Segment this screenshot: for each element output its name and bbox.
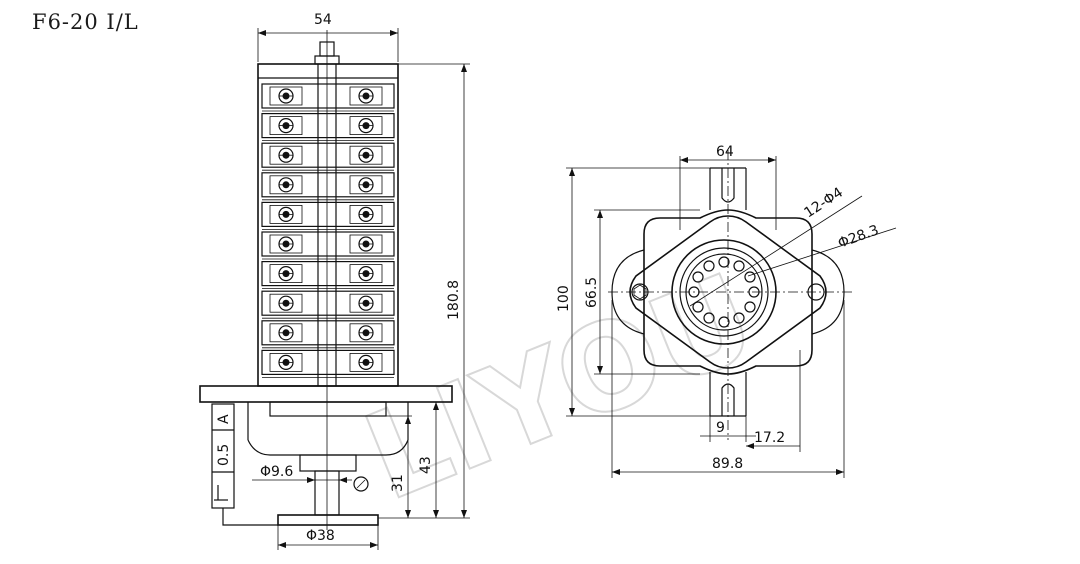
dim-plan-width: 64 bbox=[716, 144, 734, 160]
terminal-screw bbox=[269, 86, 303, 106]
terminal-screw bbox=[269, 293, 303, 313]
contact-hole bbox=[718, 256, 730, 268]
terminal-row bbox=[261, 201, 395, 230]
contact-hole bbox=[744, 271, 756, 283]
dim-total-height: 180.8 bbox=[446, 280, 462, 320]
dim-overall-width: 89.8 bbox=[712, 456, 743, 472]
contact-hole bbox=[692, 301, 704, 313]
terminal-screw bbox=[269, 204, 303, 224]
terminal-row bbox=[261, 83, 395, 112]
terminal-row bbox=[261, 172, 395, 201]
hole-circle bbox=[688, 256, 760, 328]
terminal-screw bbox=[269, 145, 303, 165]
contact-hole bbox=[718, 316, 730, 328]
terminal-screw bbox=[269, 264, 303, 284]
terminal-screw bbox=[269, 234, 303, 254]
dim-base-height: 43 bbox=[418, 456, 434, 474]
terminal-screw bbox=[349, 323, 383, 343]
terminal-screw bbox=[269, 116, 303, 135]
dim-plan-height-outer: 100 bbox=[556, 285, 572, 312]
dim-side-width: 54 bbox=[314, 12, 332, 28]
contact-hole bbox=[733, 312, 745, 324]
contact-hole bbox=[744, 301, 756, 313]
terminal-row bbox=[261, 142, 395, 171]
terminal-row bbox=[261, 349, 395, 378]
dim-holes: 12-Φ4 bbox=[801, 185, 846, 222]
terminal-row bbox=[261, 231, 395, 260]
terminal-rows bbox=[261, 83, 395, 378]
terminal-row bbox=[261, 290, 395, 319]
dim-knob-dia: Φ38 bbox=[306, 528, 335, 544]
rating-current: 0.5 bbox=[216, 444, 232, 466]
dim-shaft-dia: Φ9.6 bbox=[260, 464, 293, 480]
dim-slot-width: 9 bbox=[716, 420, 725, 436]
terminal-row bbox=[261, 261, 395, 290]
dim-circle-dia: Φ28.3 bbox=[836, 222, 881, 251]
terminal-screw bbox=[349, 204, 383, 224]
terminal-screw bbox=[269, 175, 303, 195]
terminal-screw bbox=[349, 293, 383, 313]
dim-slot-offset: 17.2 bbox=[754, 430, 785, 446]
terminal-screw bbox=[349, 352, 383, 372]
terminal-screw bbox=[349, 86, 383, 106]
terminal-screw bbox=[269, 323, 303, 343]
contact-hole bbox=[692, 271, 704, 283]
terminal-screw bbox=[349, 175, 383, 195]
terminal-screw bbox=[349, 145, 383, 165]
terminal-screw bbox=[349, 264, 383, 284]
terminal-row bbox=[261, 112, 395, 142]
rating-unit: A bbox=[216, 414, 232, 424]
contact-hole bbox=[688, 286, 700, 298]
terminal-screw bbox=[269, 352, 303, 372]
plan-view: 12-Φ4 Φ28.3 64 100 66.5 9 17.2 bbox=[556, 144, 897, 478]
contact-hole bbox=[748, 286, 760, 298]
dim-plan-height-inner: 66.5 bbox=[584, 277, 600, 308]
contact-hole bbox=[733, 260, 745, 272]
drawing-title: F6-20 I/L bbox=[32, 10, 139, 34]
contact-hole bbox=[703, 260, 715, 272]
side-view: 54 A 0.5 Φ9. bbox=[199, 12, 470, 550]
terminal-screw bbox=[349, 116, 383, 135]
contact-hole bbox=[703, 312, 715, 324]
terminal-screw bbox=[349, 234, 383, 254]
dim-shaft-height: 31 bbox=[390, 474, 406, 492]
terminal-row bbox=[261, 320, 395, 349]
